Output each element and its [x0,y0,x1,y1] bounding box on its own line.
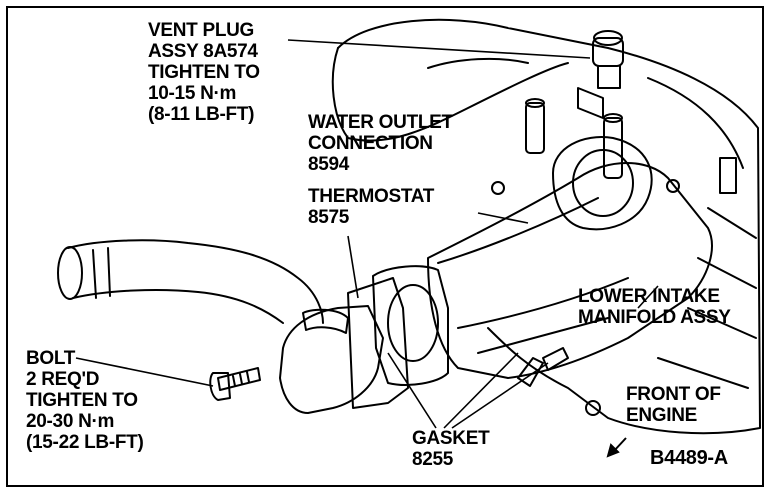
thermostat-housing [279,305,384,414]
block-shading-line [427,57,529,69]
gasket-opening [387,284,439,362]
thermostat-flange [347,277,409,409]
label-line: GASKET [412,428,490,449]
stud-top [603,113,623,123]
leader-lower-intake [637,285,659,309]
vent-plug-cap [593,30,623,46]
label-line: (8-11 LB-FT) [148,104,255,125]
hose-rib [107,247,111,297]
gasket [372,265,449,386]
label-line: BOLT [26,348,76,369]
water-outlet-housing [552,136,653,231]
label-line: FRONT OF [626,384,721,405]
leader-thermostat [347,235,359,299]
label-line: VENT PLUG [148,20,255,41]
block-shading-line [657,357,749,389]
block-shading-line [707,207,757,239]
radiator-hose [72,289,284,324]
label-gasket: GASKET 8255 [412,428,490,470]
sensor [719,157,737,194]
label-line: 20-30 N·m [26,411,115,432]
bolt [217,367,261,391]
label-line: 2 REQ'D [26,369,100,390]
valve-cover-edge [331,47,569,142]
label-lower-intake: LOWER INTAKE MANIFOLD ASSY [578,286,731,328]
label-line: ENGINE [626,405,698,426]
label-line: THERMOSTAT [308,186,435,207]
vent-plug-body [592,37,624,67]
stud [603,117,623,179]
engine-illustration [57,18,761,458]
vent-plug-fitting [577,87,604,119]
label-line: 8255 [412,449,454,470]
label-line: TIGHTEN TO [26,390,138,411]
bolt-washer [209,372,231,401]
manifold-edge [477,317,609,354]
label-line: ASSY 8A574 [148,41,258,62]
label-line: LOWER INTAKE [578,286,720,307]
bolt-head [491,181,505,195]
diagram-frame: VENT PLUG ASSY 8A574 TIGHTEN TO 10-15 N·… [6,6,764,487]
manifold-edge [457,277,629,329]
hose-end [57,246,83,300]
label-line: 8594 [308,154,350,175]
label-bolt: BOLT 2 REQ'D TIGHTEN TO 20-30 N·m (15-22… [26,348,144,453]
block-shading-line [687,307,757,339]
figure-code: B4489-A [650,447,728,469]
label-vent-plug: VENT PLUG ASSY 8A574 TIGHTEN TO 10-15 N·… [148,20,260,125]
leader-vent-plug [287,39,591,59]
label-front-of-engine: FRONT OF ENGINE [626,384,721,426]
label-line: 8575 [308,207,350,228]
engine-block-outline [337,18,761,435]
lower-bolt [517,357,544,387]
manifold-edge [437,197,599,264]
vent-plug-neck [597,65,621,89]
bolt-head [585,400,601,416]
block-shading-line [697,257,757,289]
label-line: TIGHTEN TO [148,62,260,83]
bolt-head [666,179,680,193]
lower-bolt [542,347,569,371]
leader-gasket-3 [451,362,549,429]
stud-top [525,98,545,108]
hose-rib [92,249,97,299]
label-line: 10-15 N·m [148,83,237,104]
block-shading-line [647,77,744,169]
front-arrow-icon [606,437,627,458]
intake-manifold-body [427,162,713,379]
label-water-outlet: WATER OUTLET CONNECTION 8594 [308,112,453,175]
leader-bolt [75,357,214,387]
bolt-thread [232,371,250,387]
label-line: (15-22 LB-FT) [26,432,144,453]
radiator-hose [67,239,324,324]
leader-gasket-2 [443,352,519,429]
leader-water-outlet [477,212,529,224]
stud [525,102,545,154]
label-line: WATER OUTLET [308,112,453,133]
label-line: CONNECTION [308,133,433,154]
leader-gasket-1 [387,352,437,429]
label-line: MANIFOLD ASSY [578,307,731,328]
label-thermostat: THERMOSTAT 8575 [308,186,434,228]
hose-clamp [302,308,349,334]
